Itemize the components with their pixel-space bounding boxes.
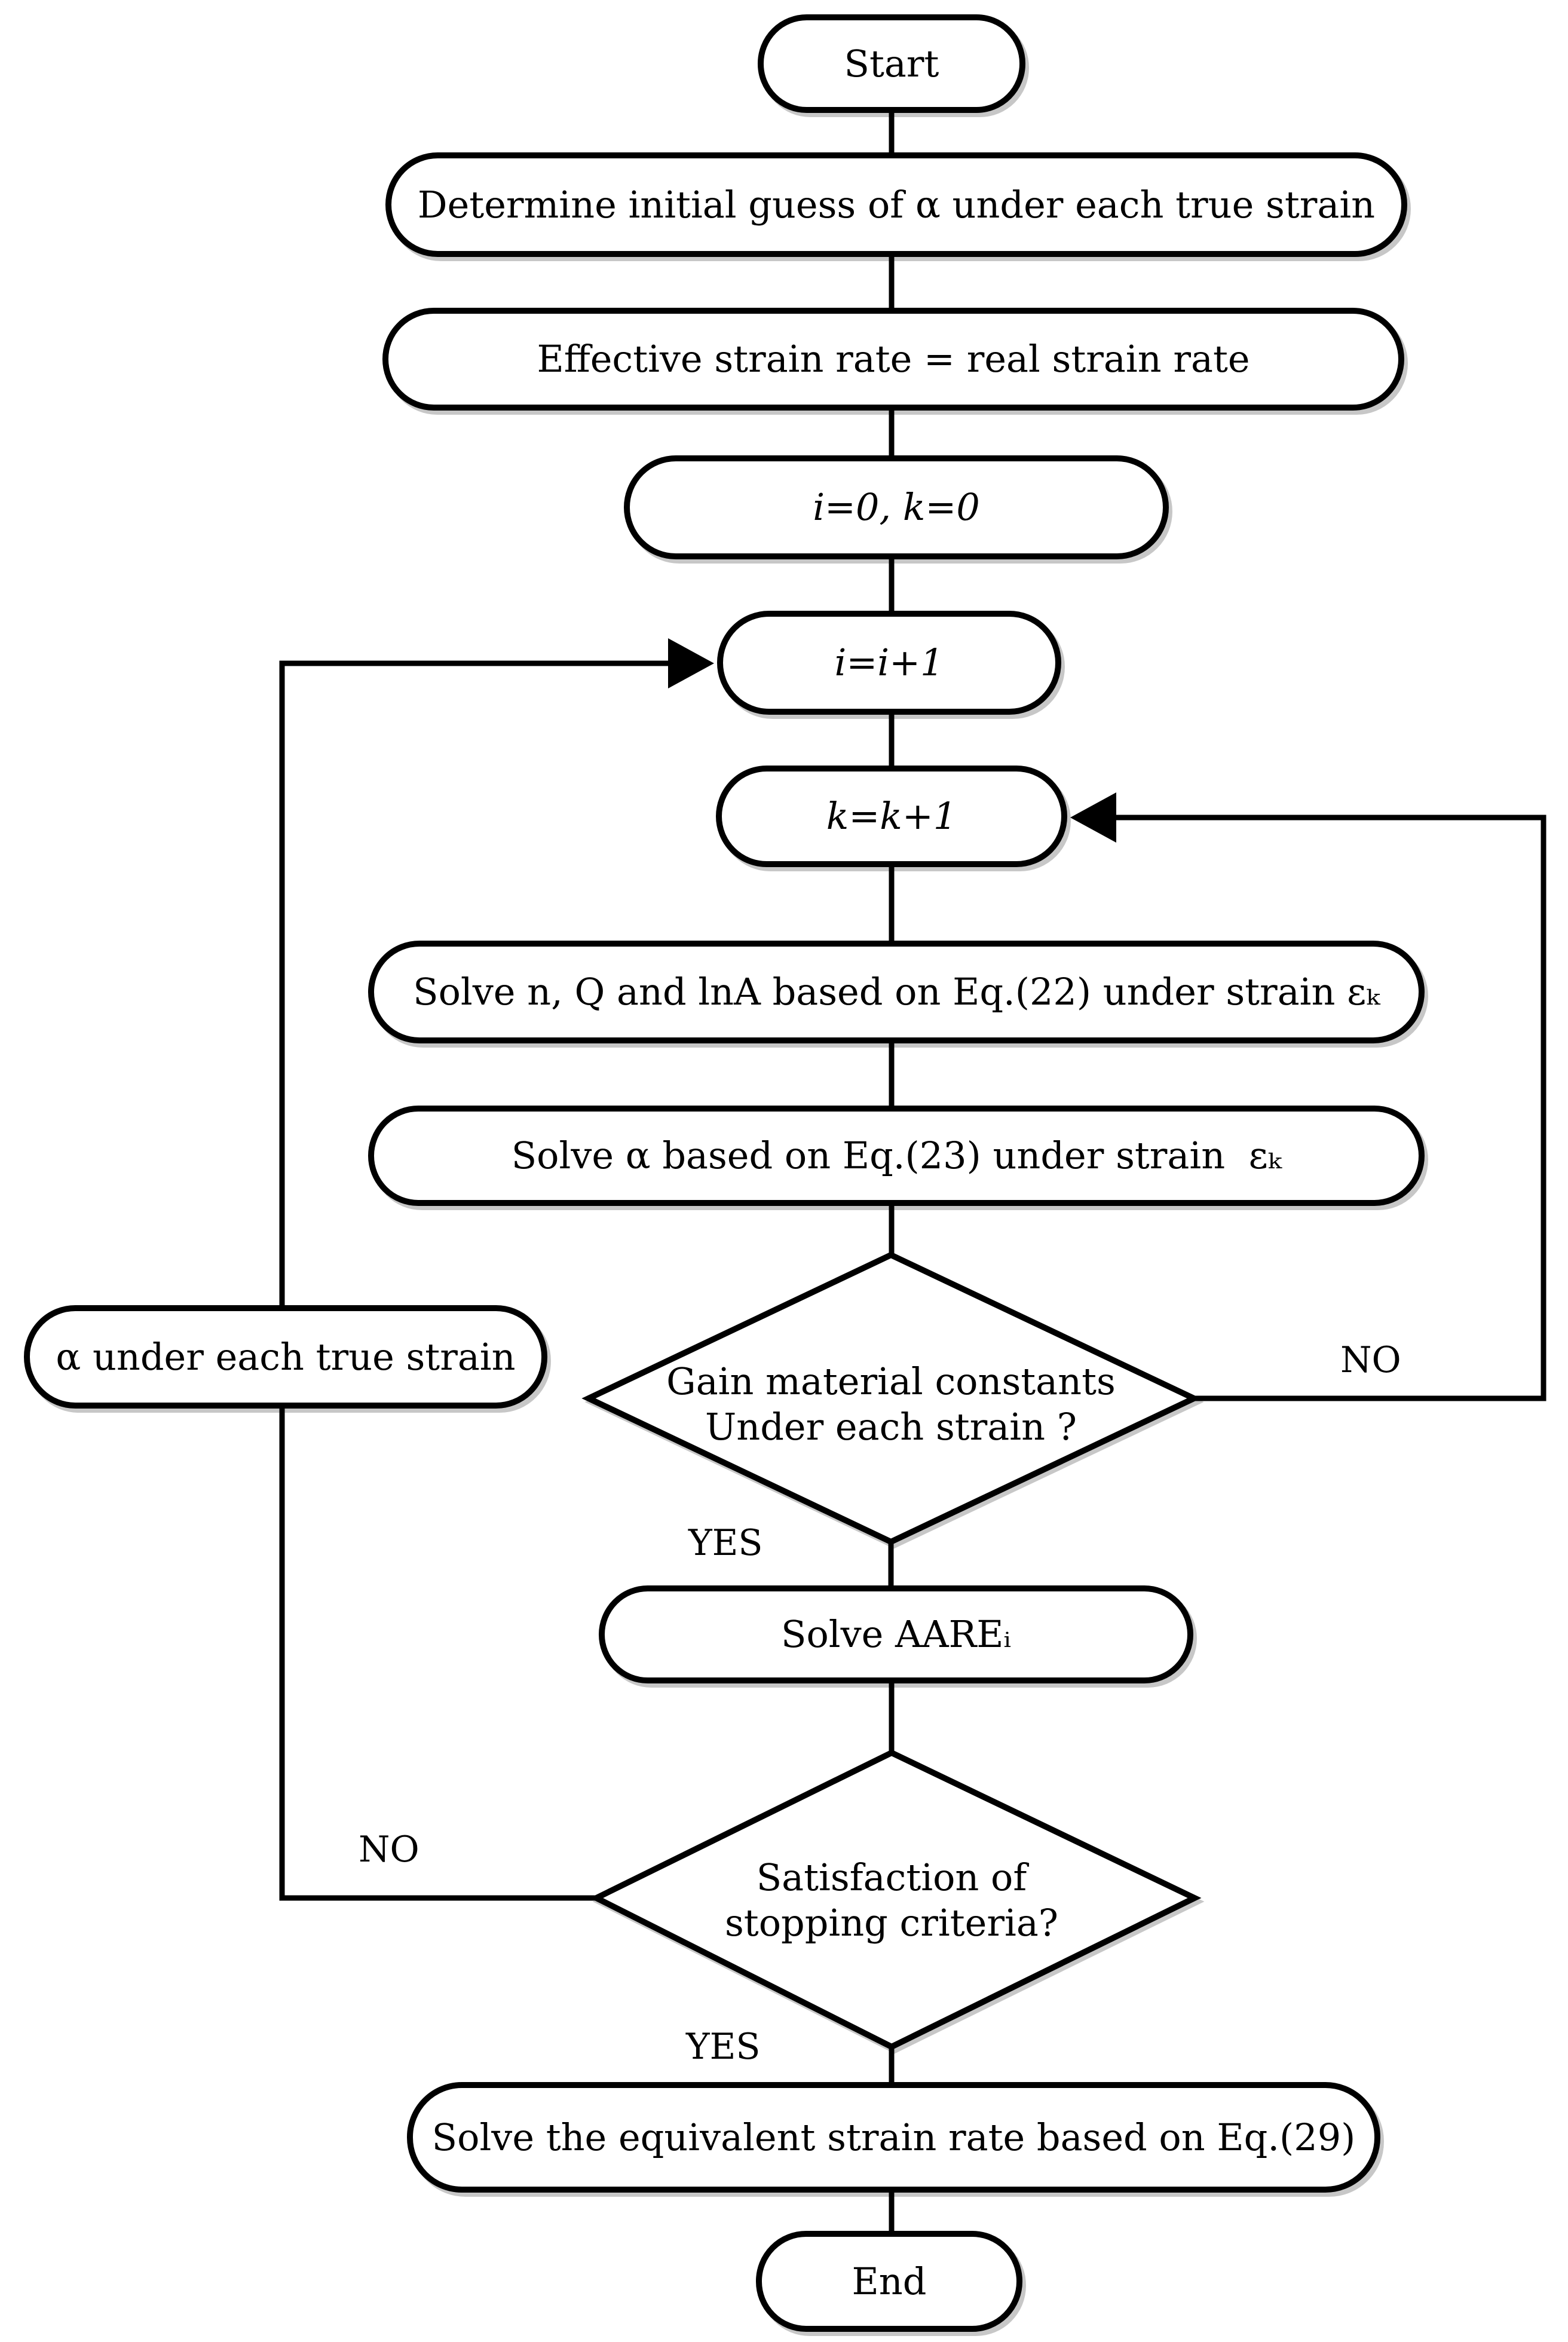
process-initial-guess: Determine initial guess of α under each … (385, 152, 1407, 257)
terminator-start: Start (758, 14, 1025, 113)
decision-stopping-line2: stopping criteria? (724, 1901, 1059, 1945)
edge-label-no-gain: NO (1340, 1339, 1401, 1381)
decision-gain-constants-shape (581, 1251, 1201, 1545)
decision-stopping-line1: Satisfaction of (756, 1856, 1027, 1900)
process-solve-n-q-lna: Solve n, Q and lnA based on Eq.(22) unde… (368, 941, 1425, 1043)
edge-no-loop-right (1079, 815, 1546, 1401)
process-increment-i: i=i+1 (717, 611, 1061, 715)
process-solve-alpha: Solve α based on Eq.(23) under strain εₖ (368, 1106, 1425, 1206)
process-increment-k: k=k+1 (716, 766, 1067, 867)
data-alpha-under-each-true-strain: α under each true strain (24, 1305, 547, 1409)
arrowhead-into-i-increment-icon (668, 638, 714, 688)
edge-label-yes-stopping: YES (686, 2026, 761, 2068)
decision-gain-constants-line1: Gain material constants (666, 1360, 1116, 1404)
process-effective-strain-rate: Effective strain rate = real strain rate (382, 308, 1404, 411)
edge-label-yes-gain: YES (688, 1522, 763, 1564)
decision-gain-constants-label: Gain material constants Under each strai… (622, 1336, 1160, 1473)
edge-no-loop-left (279, 660, 681, 1901)
terminator-end: End (756, 2231, 1022, 2332)
decision-gain-constants-line2: Under each strain ? (705, 1405, 1077, 1449)
process-solve-aare: Solve AAREᵢ (599, 1585, 1193, 1683)
process-init-counters: i=0, k=0 (624, 455, 1169, 559)
edge-label-no-stopping: NO (359, 1829, 419, 1870)
arrowhead-into-k-increment-icon (1070, 792, 1116, 843)
decision-stopping-label: Satisfaction of stopping criteria? (623, 1838, 1160, 1963)
process-solve-equivalent-strain-rate: Solve the equivalent strain rate based o… (407, 2082, 1380, 2193)
decision-stopping-shape (589, 1749, 1202, 2050)
